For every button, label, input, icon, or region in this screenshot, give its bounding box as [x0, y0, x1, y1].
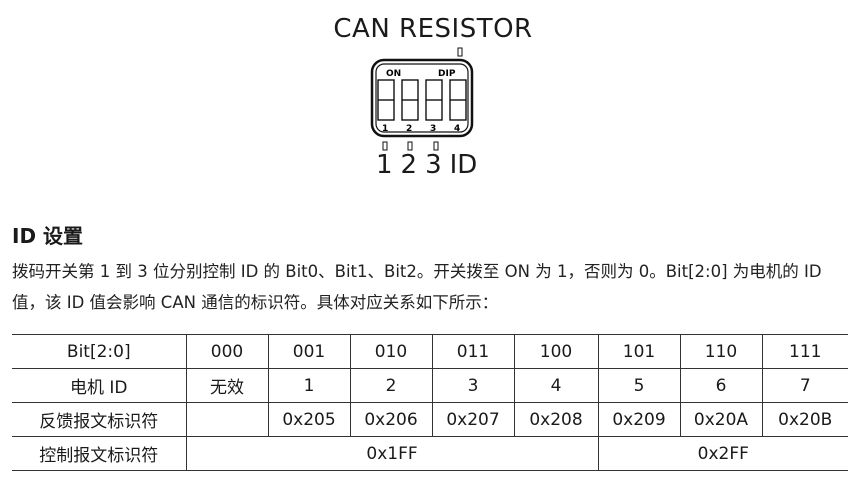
table-cell: 0x20A: [680, 402, 763, 437]
switch-label-2: 2: [400, 150, 418, 180]
table-row-control-id: 控制报文标识符 0x1FF 0x2FF: [12, 436, 848, 471]
table-cell: 111: [762, 334, 848, 369]
dip-inner-border: [375, 63, 469, 133]
bit2-marker: [433, 141, 439, 151]
section-paragraph: 拨码开关第 1 到 3 位分别控制 ID 的 Bit0、Bit1、Bit2。开关…: [12, 262, 822, 312]
table-cell: 电机 ID: [12, 368, 187, 403]
dip-number-4: 4: [454, 124, 460, 134]
table-cell: 4: [514, 368, 599, 403]
table-cell: 控制报文标识符: [12, 436, 187, 471]
dip-switch-diagram: ON DIP 1 2 3 4: [360, 46, 480, 186]
table-row-motor-id: 电机 ID 无效 1 2 3 4 5 6 7: [12, 368, 848, 403]
table-cell: 0x205: [268, 402, 351, 437]
table-cell: 2: [350, 368, 433, 403]
switch-label-1: 1: [376, 150, 393, 180]
table-cell: 7: [762, 368, 848, 403]
dip-dip-label: DIP: [438, 69, 456, 79]
bit1-marker: [407, 141, 413, 151]
table-cell: 0x209: [598, 402, 681, 437]
table-cell: 反馈报文标识符: [12, 402, 187, 437]
dip-number-3: 3: [430, 124, 436, 134]
table-cell: Bit[2:0]: [12, 334, 187, 369]
table-cell: 6: [680, 368, 763, 403]
dip-number-2: 2: [406, 124, 412, 134]
table-cell: 101: [598, 334, 681, 369]
bit0-marker: [382, 141, 388, 151]
table-cell: 0x208: [514, 402, 599, 437]
table-cell: 1: [268, 368, 351, 403]
table-cell: 110: [680, 334, 763, 369]
dip-number-1: 1: [382, 124, 388, 134]
dip-housing: [370, 58, 474, 138]
table-cell: 5: [598, 368, 681, 403]
switch-label-id: ID: [449, 150, 478, 180]
table-cell: 0x20B: [762, 402, 848, 437]
section-heading: ID 设置: [12, 224, 84, 248]
table-cell: 0x207: [432, 402, 515, 437]
table-cell: 0x1FF: [186, 436, 599, 471]
switch-label-3: 3: [425, 150, 442, 180]
diagram-title: CAN RESISTOR: [333, 14, 533, 44]
table-cell: [186, 402, 269, 437]
table-cell: 无效: [186, 368, 269, 403]
table-cell: 0x206: [350, 402, 433, 437]
resistor-marker: [457, 47, 463, 57]
table-cell: 010: [350, 334, 433, 369]
id-mapping-table: Bit[2:0] 000 001 010 011 100 101 110 111…: [12, 334, 848, 471]
table-cell: 011: [432, 334, 515, 369]
table-cell: 0x2FF: [598, 436, 848, 471]
dip-on-label: ON: [386, 69, 401, 79]
table-row-feedback-id: 反馈报文标识符 0x205 0x206 0x207 0x208 0x209 0x…: [12, 402, 848, 437]
table-cell: 001: [268, 334, 351, 369]
table-row-bits: Bit[2:0] 000 001 010 011 100 101 110 111: [12, 334, 848, 369]
dip-switch-icon: ON DIP 1 2 3 4: [370, 47, 474, 151]
table-cell: 000: [186, 334, 269, 369]
table-cell: 100: [514, 334, 599, 369]
table-cell: 3: [432, 368, 515, 403]
